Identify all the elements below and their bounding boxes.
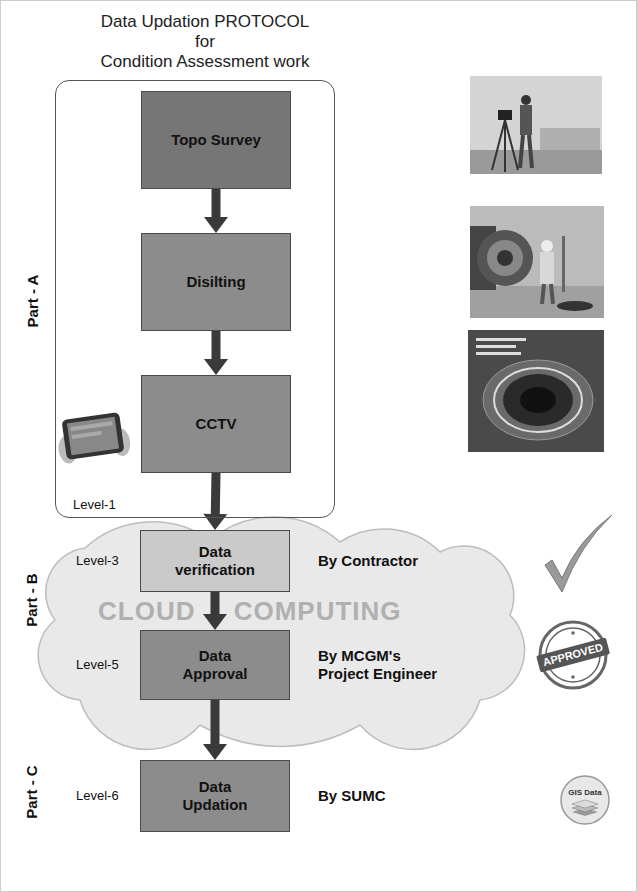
process-box: Data Approval [140, 630, 290, 700]
survey-photo [470, 76, 602, 174]
box-label: Data verification [165, 543, 265, 579]
role-label: By MCGM's Project Engineer [318, 647, 437, 683]
box-label: Data Approval [165, 647, 265, 683]
check-mark [545, 515, 612, 592]
role-label: By Contractor [318, 552, 418, 570]
process-box: Disilting [141, 233, 291, 331]
icon-text: GIS Data [568, 788, 601, 798]
process-box: Data verification [140, 530, 290, 592]
part-label: Part - B [23, 573, 41, 626]
tablet-icon [55, 411, 132, 465]
level-label: Level-3 [76, 553, 119, 569]
flow-arrow [203, 700, 227, 760]
flow-arrow [204, 331, 228, 375]
desilting-photo [470, 206, 604, 318]
flow-arrow [203, 473, 227, 530]
box-label: Data Updation [165, 778, 265, 814]
box-label: Disilting [186, 273, 245, 291]
box-label: Topo Survey [171, 131, 261, 149]
box-label: CCTV [196, 415, 237, 433]
part-label: Part - A [24, 275, 42, 328]
stamp-text: APPROVED [536, 638, 610, 673]
watermark-text: CLOUD COMPUTING [98, 596, 402, 626]
gis-icon [561, 776, 609, 824]
level-label: Level-5 [76, 657, 119, 673]
process-box: Data Updation [140, 760, 290, 832]
level-label: Level-6 [76, 788, 119, 804]
group-box: Part - ALevel-1Topo SurveyDisiltingCCTV [55, 80, 335, 518]
diagram-title: Data Updation PROTOCOL for Condition Ass… [40, 12, 370, 72]
flow-arrow [204, 189, 228, 233]
level-label: Level-1 [73, 497, 116, 513]
process-box: CCTV [141, 375, 291, 473]
part-label: Part - C [23, 765, 41, 818]
role-label: By SUMC [318, 787, 386, 805]
cctv-photo [468, 330, 604, 452]
cloud-shape [38, 517, 524, 749]
process-box: Topo Survey [141, 91, 291, 189]
